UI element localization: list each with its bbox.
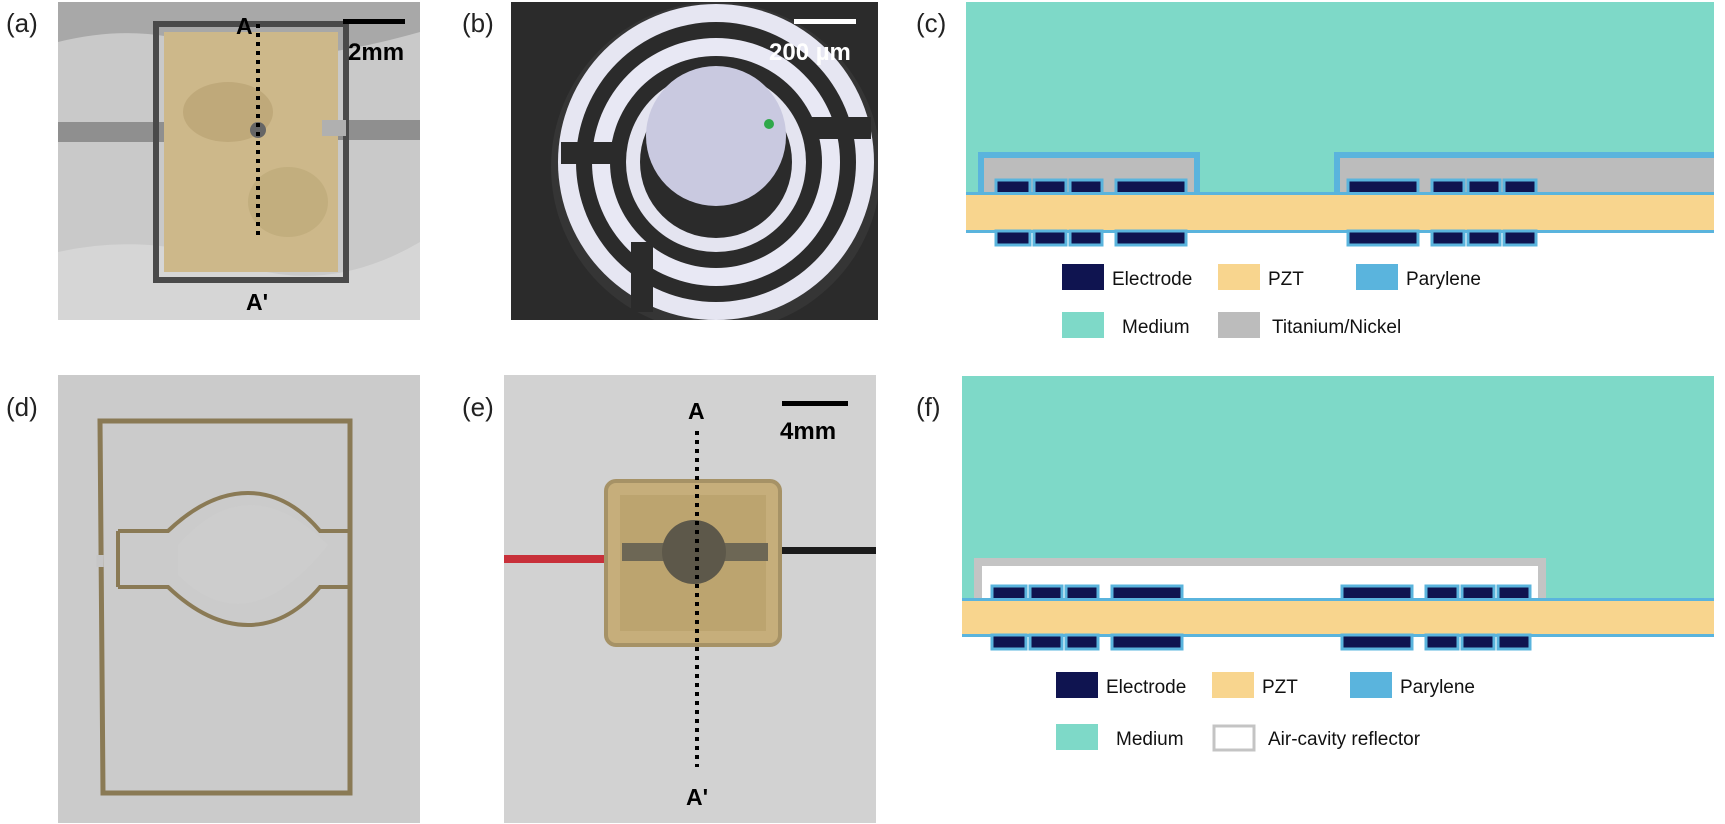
legend-swatch-medium-f (1056, 724, 1098, 750)
legend-swatch-parylene-f (1350, 672, 1392, 698)
pzt-layer-f (962, 601, 1714, 634)
legend-swatch-electrode-c (1062, 264, 1104, 290)
photo-e (504, 375, 876, 823)
marker-a-top: A (236, 13, 253, 39)
panel-label-a: (a) (6, 8, 38, 38)
overlay-b: 200 µm (769, 39, 851, 66)
panel-label-e: (e) (462, 392, 494, 422)
panel-label-b: (b) (462, 8, 494, 38)
legend-swatch-pzt-c (1218, 264, 1260, 290)
marker-e-bottom: A' (686, 784, 708, 810)
scale-label-a: 2mm (348, 39, 404, 66)
marker-e-top: A (688, 398, 705, 424)
photo-a (58, 2, 420, 320)
legend-label-pzt-c: PZT (1268, 269, 1304, 290)
legend-label-electrode-c: Electrode (1112, 269, 1192, 290)
legend-swatch-medium-c (1062, 312, 1104, 338)
legend-label-electrode-f: Electrode (1106, 677, 1186, 698)
legend-label-parylene-c: Parylene (1406, 269, 1481, 290)
scale-label-e: 4mm (780, 418, 836, 445)
diagram-f: Electrode PZT Parylene Medium Air-cavity… (962, 376, 1714, 752)
panel-label-f: (f) (916, 392, 941, 422)
marker-a-bottom: A' (246, 289, 268, 315)
panel-label-d: (d) (6, 392, 38, 422)
photo-b (511, 2, 878, 320)
scale-label-b: 200 µm (769, 39, 851, 66)
legend-label-parylene-f: Parylene (1400, 677, 1475, 698)
overlay-a: A A' 2mm (236, 13, 404, 315)
legend-swatch-tini-c (1218, 312, 1260, 338)
legend-label-medium-c: Medium (1122, 317, 1190, 338)
legend-swatch-electrode-f (1056, 672, 1098, 698)
panel-label-c: (c) (916, 8, 947, 38)
legend-swatch-pzt-f (1212, 672, 1254, 698)
bottom-electrodes-c (994, 229, 1538, 247)
legend-label-medium-f: Medium (1116, 729, 1184, 750)
legend-swatch-parylene-c (1356, 264, 1398, 290)
diagram-c: Electrode PZT Parylene Medium Titanium/N… (966, 2, 1714, 338)
legend-label-pzt-f: PZT (1262, 677, 1298, 698)
overlay-e: A A' 4mm (686, 398, 836, 810)
legend-label-tini-c: Titanium/Nickel (1272, 317, 1401, 338)
legend-label-aircavity-f: Air-cavity reflector (1268, 729, 1421, 750)
bottom-electrodes-f (990, 633, 1532, 651)
pzt-layer-c (966, 195, 1714, 230)
legend-swatch-aircavity-f (1212, 724, 1256, 752)
photo-d (58, 375, 420, 823)
